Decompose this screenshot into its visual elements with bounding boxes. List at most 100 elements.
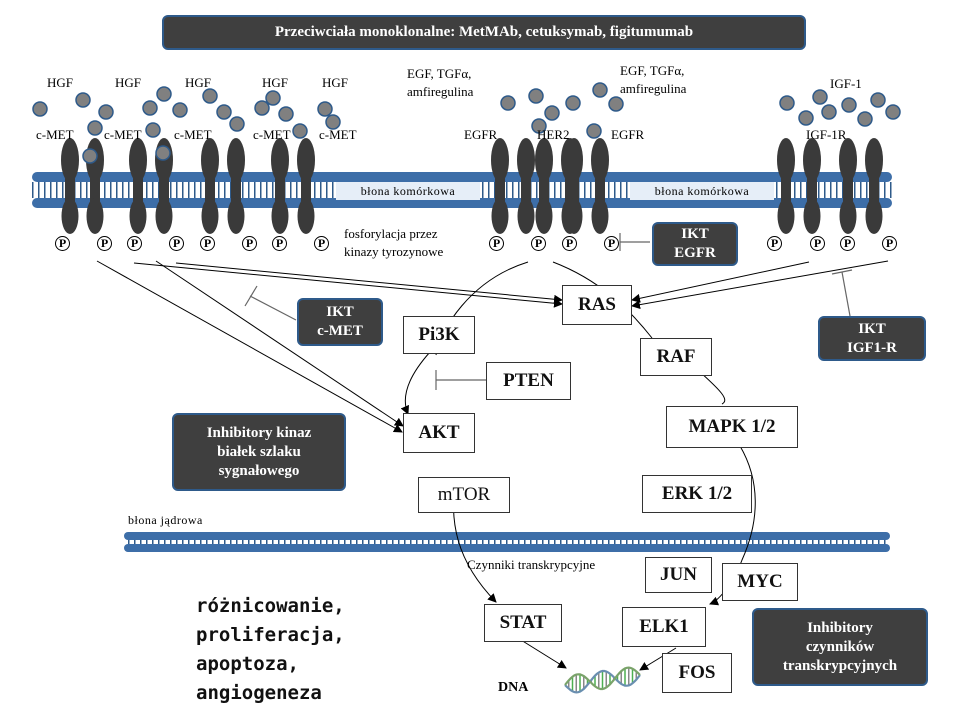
monoclonal-antibodies-banner: Przeciwciała monoklonalne: MetMAb, cetuk… [162,15,806,50]
inhibition-marks [244,233,853,390]
outcome-line2: proliferacja, [196,624,345,646]
tf-inhibitors-line3: transkrypcyjnych [782,657,898,674]
ligand-molecule [292,123,308,139]
receptor-label-cmet-1: c-MET [36,127,74,142]
ligand-molecule [317,101,333,117]
transcription-factors-label: Czynniki transkrypcyjne [467,557,596,572]
receptor-label-her2: HER2 [537,127,570,142]
ligand-molecule [202,88,218,104]
arrow-cmet-to-ras [133,262,563,308]
ligand-molecule [779,95,795,111]
arrow-elk1-to-dna [639,647,677,671]
ligand-molecule [857,111,873,127]
receptor-arm [517,138,535,234]
ligand-molecule [87,120,103,136]
phosphate-13: P [767,236,782,251]
dna-strand [564,666,641,691]
ligand-molecule [216,104,232,120]
ligand-label-egf-left-2: amfiregulina [407,84,474,99]
nuclear-membrane [124,532,890,552]
ligand-molecule [841,97,857,113]
nuclear-membrane-top [124,532,890,540]
tf-inhibitors-box: Inhibitory czynników transkrypcyjnych [752,608,928,686]
ligand-molecule [885,104,901,120]
receptor-arm [839,138,857,234]
ikt-cmet-line2: c-MET [317,323,363,339]
ligand-label-igf1: IGF-1 [830,76,862,91]
nuclear-membrane-bottom [124,544,890,552]
ligand-label-hgf-2: HGF [115,75,142,90]
arrow-igf1r2-to-ras [631,260,889,310]
receptor-arm [777,138,795,234]
arrow-cmet2-to-akt [155,260,404,427]
ligand-molecule [265,90,281,106]
ligand-molecule [172,102,188,118]
node-mtor: mTOR [418,477,510,513]
node-stat: STAT [484,604,562,642]
nuclear-membrane-label: błona jądrowa [128,513,203,527]
ligand-molecule [229,116,245,132]
receptor-arm [271,138,289,234]
kinase-inhibitors-box: Inhibitory kinaz białek szlaku sygnałowe… [172,413,346,491]
arrow-igf1r-to-ras [631,261,810,303]
receptor-label-cmet-4: c-MET [253,127,291,142]
ikt-egfr-line2: EGFR [674,245,716,261]
ligand-molecule [544,105,560,121]
receptor-label-igf1r: IGF-1R [806,127,847,142]
ligand-molecule [156,86,172,102]
kinase-inhibitors-line1: Inhibitory kinaz [206,424,312,441]
ligand-molecule [254,100,270,116]
inhibit-igf1r-stem [841,271,851,317]
ligand-molecule [798,110,814,126]
ligand-molecule [500,95,516,111]
ligand-molecule [75,92,91,108]
ligand-label-hgf-3: HGF [185,75,212,90]
receptor-arm [61,138,79,234]
receptor-arm [591,138,609,234]
ligand-molecule [145,122,161,138]
phosphorylation-note-line2: kinazy tyrozynowe [344,244,444,259]
ikt-egfr-line1: IKT [681,226,709,242]
phosphate-6: P [242,236,257,251]
ikt-egfr-box: IKT EGFR [652,222,738,266]
node-pi3k: Pi3K [403,316,475,354]
phosphate-1: P [55,236,70,251]
node-fos: FOS [662,653,732,693]
phosphate-10: P [531,236,546,251]
phosphate-11: P [562,236,577,251]
receptor-arm [297,138,315,234]
receptor-arm [491,138,509,234]
arrow-cmet2-to-ras [175,262,563,304]
receptor-arm [129,138,147,234]
node-akt: AKT [403,413,475,453]
inhibit-igf1r-bar [831,269,853,275]
ligand-molecule [325,114,341,130]
ligand-molecule [278,106,294,122]
arrow-cmet-to-akt [96,260,403,433]
phosphate-5: P [200,236,215,251]
ligand-label-egf-right-2: amfiregulina [620,81,687,96]
phosphate-14: P [810,236,825,251]
receptor-label-egfr-2: EGFR [611,127,645,142]
nuclear-membrane-stripe [124,540,890,544]
phosphate-12: P [604,236,619,251]
outcome-line3: apoptoza, [196,653,299,675]
dna-strand [564,669,641,694]
ligand-molecule [528,88,544,104]
receptor-arm [535,138,553,234]
phosphate-16: P [882,236,897,251]
ligand-molecule [98,104,114,120]
ligand-molecule [870,92,886,108]
arrow-stat-to-dna [520,639,567,669]
receptor-arm [201,138,219,234]
receptor-arm [803,138,821,234]
receptor-arm [865,138,883,234]
ikt-igf1r-line1: IKT [858,320,886,337]
phosphate-4: P [169,236,184,251]
ligand-label-hgf-4: HGF [262,75,289,90]
ligand-label-egf-right-1: EGF, TGFα, [620,63,685,78]
tf-inhibitors-line1: Inhibitory [807,619,873,636]
ikt-cmet-box: IKT c-MET [297,298,383,346]
